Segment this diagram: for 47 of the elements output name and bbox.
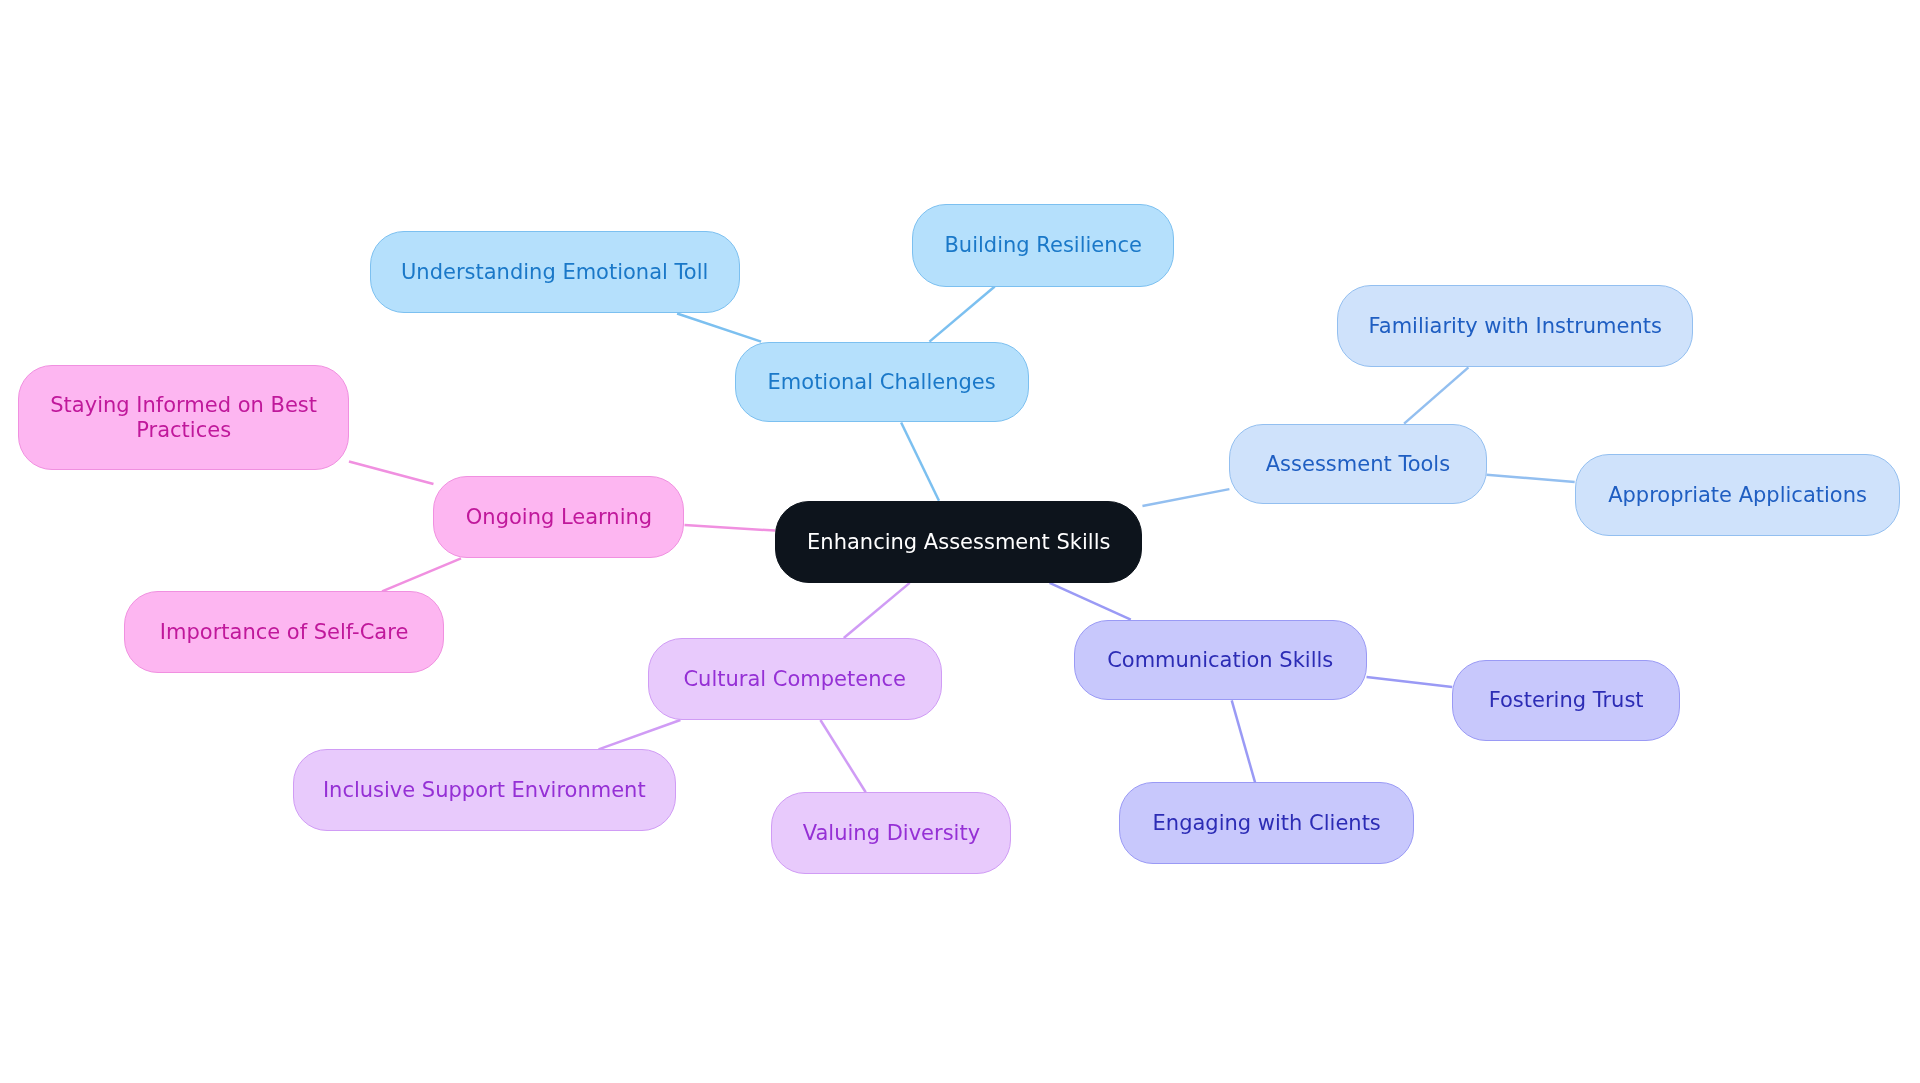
connector-line [1230, 700, 1257, 783]
topic-node [1574, 454, 1901, 537]
topic-label: Valuing Diversity [802, 821, 981, 846]
topic-node [1337, 285, 1694, 368]
topic-node [734, 341, 1029, 423]
topic-label: Familiarity with Instruments [1368, 314, 1662, 339]
central-topic-node [775, 500, 1143, 583]
topic-label: Building Resilience [944, 233, 1143, 258]
topic-label: Engaging with Clients [1152, 811, 1381, 836]
topic-node [1073, 619, 1367, 701]
topic-node [433, 476, 685, 559]
connector-line [1403, 366, 1470, 425]
topic-label: Ongoing Learning [465, 505, 653, 530]
topic-label: Importance of Self-Care [159, 620, 409, 645]
topic-node [1452, 660, 1680, 741]
topic-node [369, 231, 740, 314]
topic-label: Appropriate Applications [1608, 483, 1867, 508]
topic-label: Emotional Challenges [767, 369, 996, 395]
connector-line [900, 421, 941, 502]
topic-node [1119, 782, 1415, 865]
topic-label: Staying Informed on Best Practices [49, 393, 319, 442]
connector-line [819, 719, 867, 793]
connector-line [1366, 675, 1453, 689]
connector-line [348, 460, 434, 486]
topic-label: Enhancing Assessment Skills [807, 529, 1111, 554]
connector-line [1142, 487, 1230, 508]
connector-line [928, 285, 996, 343]
topic-label: Understanding Emotional Toll [401, 260, 709, 285]
connector-line [381, 557, 462, 593]
topic-node [647, 637, 942, 720]
topic-node [1229, 423, 1487, 505]
connector-line [684, 523, 776, 532]
topic-label: Assessment Tools [1265, 452, 1451, 477]
topic-label: Communication Skills [1107, 647, 1334, 673]
connector-line [842, 581, 911, 639]
topic-node [18, 364, 349, 471]
topic-label: Inclusive Support Environment [322, 778, 646, 803]
topic-label: Cultural Competence [683, 666, 906, 692]
topic-node [292, 749, 676, 832]
topic-node [912, 204, 1175, 287]
connector-line [676, 312, 762, 343]
topic-node [771, 792, 1012, 875]
connector-line [1486, 473, 1575, 484]
topic-node [123, 591, 445, 674]
connector-line [598, 718, 681, 751]
topic-label: Fostering Trust [1488, 688, 1644, 713]
connector-line [1049, 581, 1132, 621]
